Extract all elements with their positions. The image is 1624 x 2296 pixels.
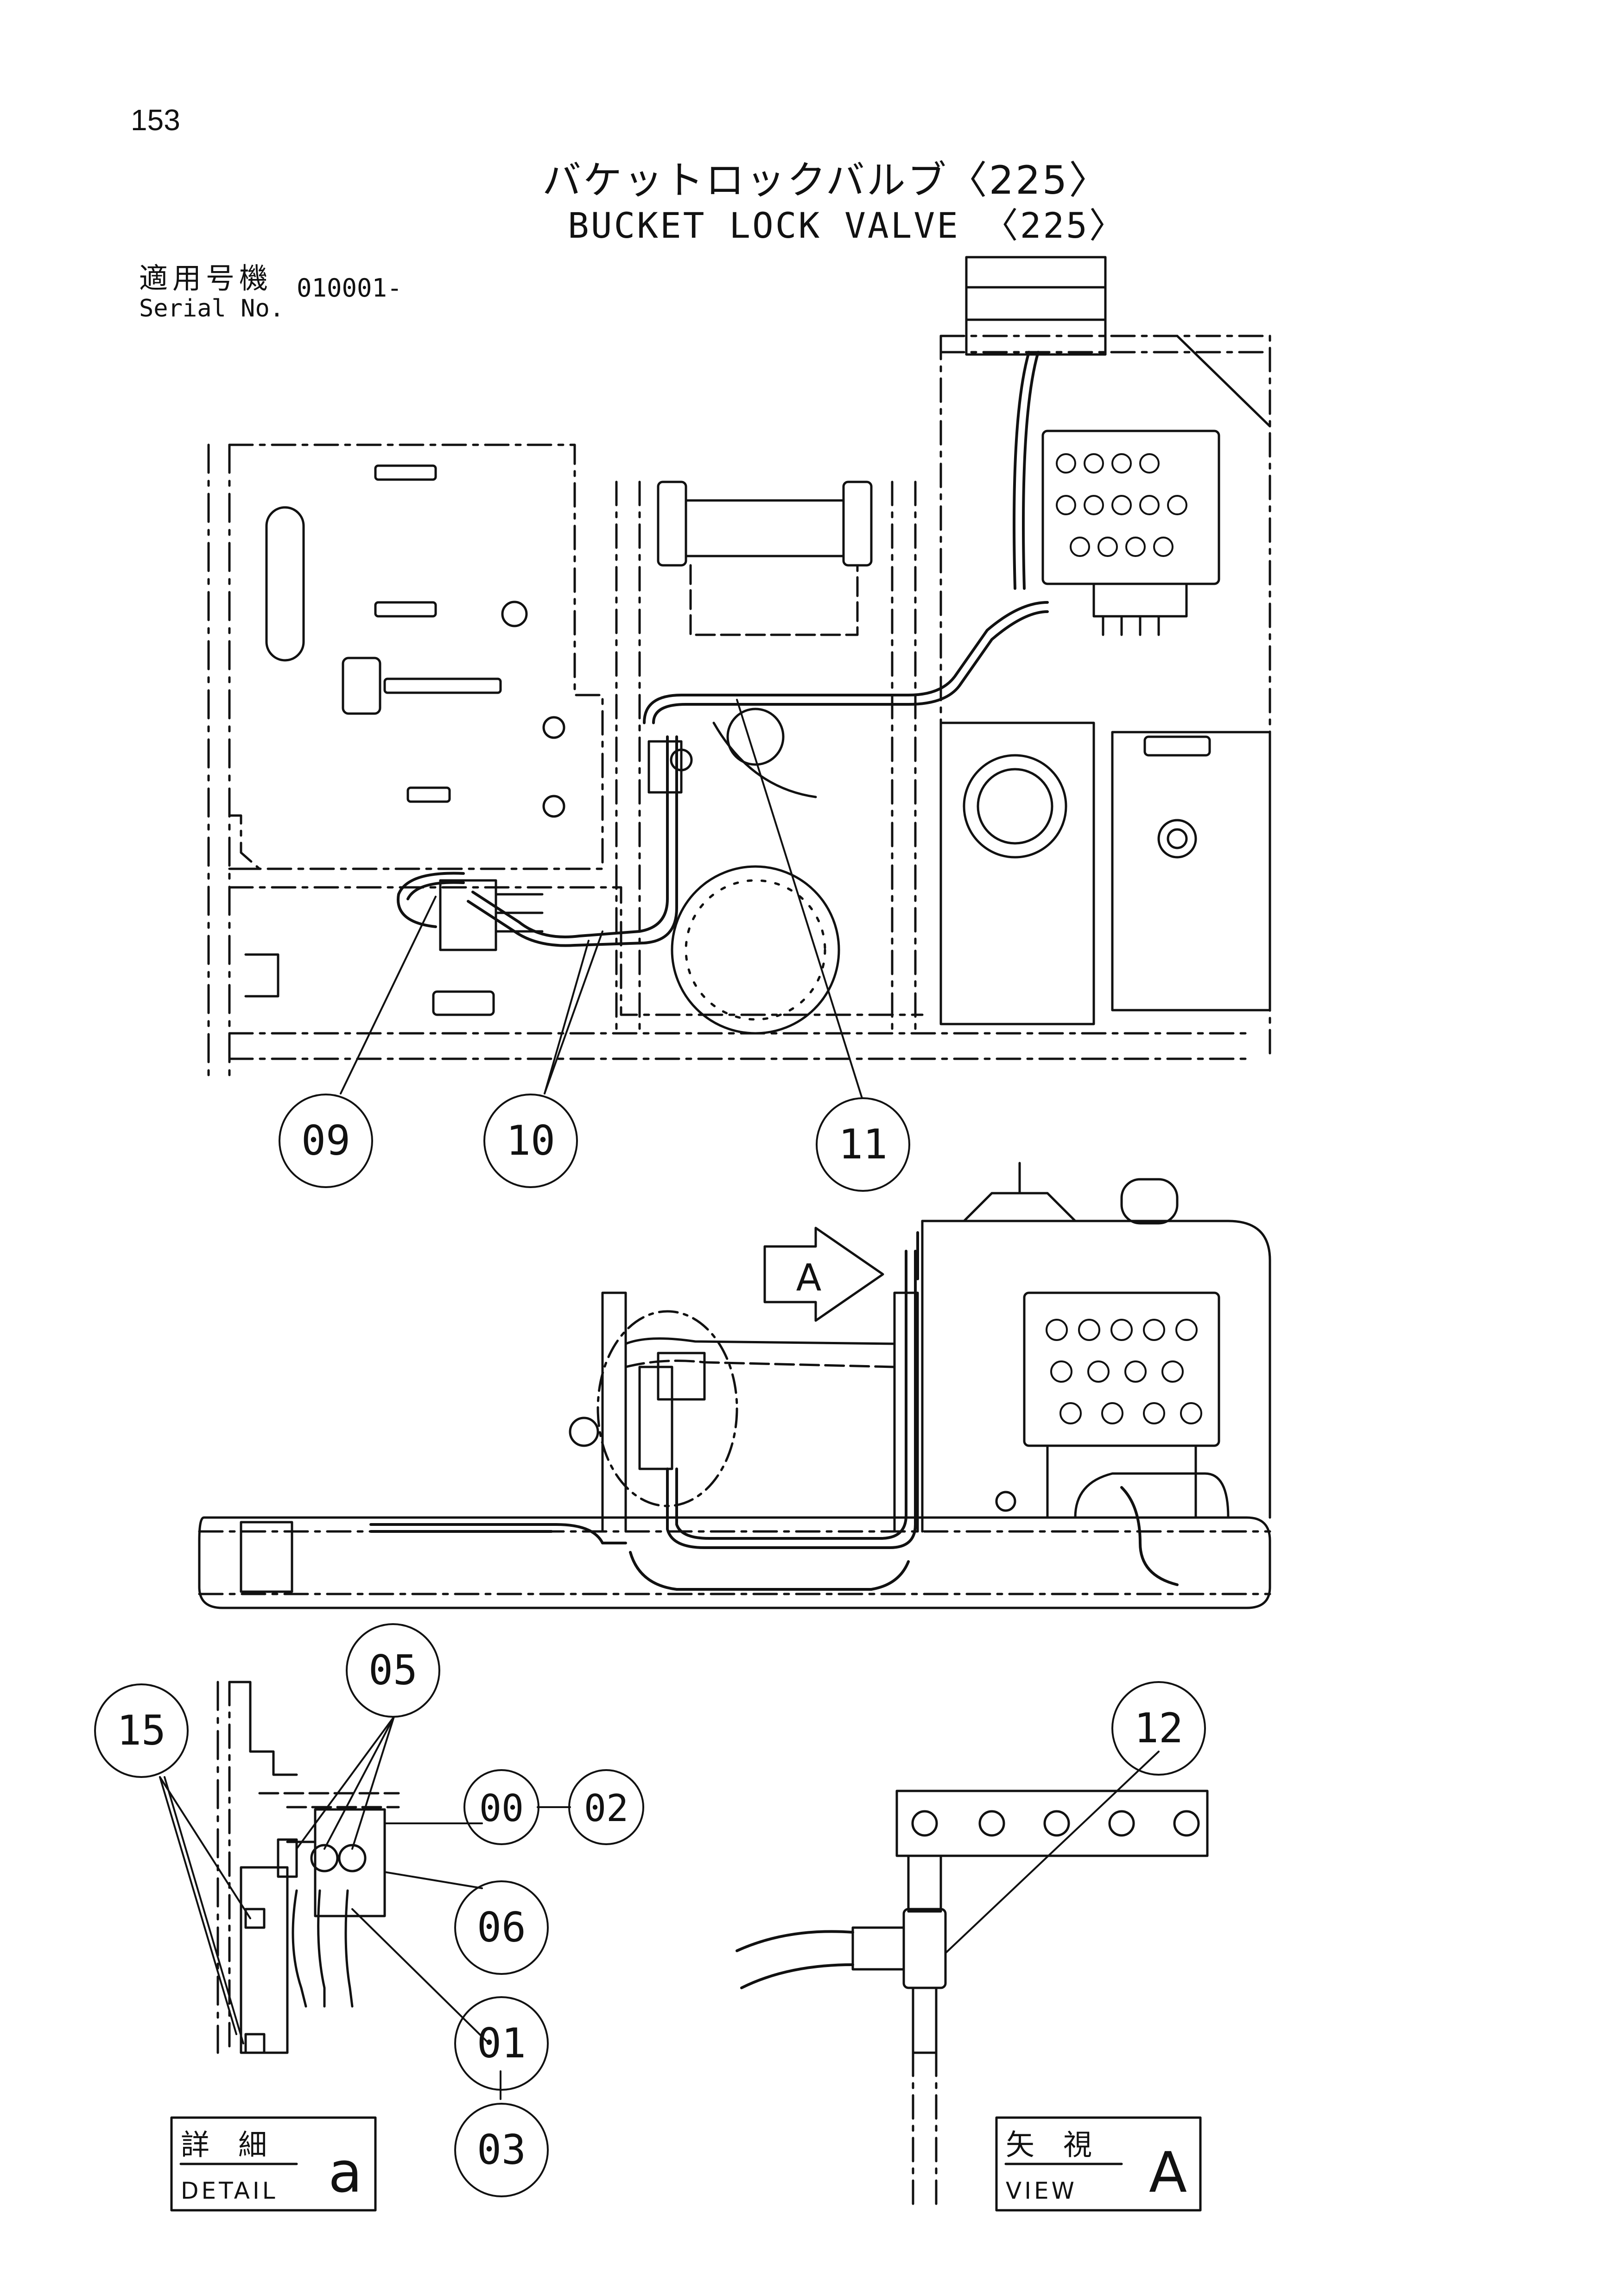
- callout-circles: [94, 1094, 1206, 2197]
- callout-01: 01: [477, 2019, 526, 2067]
- page-title-japanese: バケットロックバルブ〈225〉: [542, 158, 1110, 203]
- page-number: 153: [131, 103, 180, 137]
- detail-box-label-en: DETAIL: [181, 2177, 278, 2204]
- serial-number-value: 010001-: [297, 273, 402, 303]
- top-leaders: [340, 699, 863, 1099]
- callout-15: 15: [117, 1707, 166, 1754]
- detail-box-label-ja: 詳 細: [181, 2128, 267, 2162]
- view-box-letter: A: [1149, 2141, 1187, 2205]
- serial-label-english: Serial No.: [139, 295, 285, 323]
- view-a: [736, 1751, 1209, 2212]
- callout-05: 05: [368, 1646, 418, 1694]
- callout-02: 02: [584, 1787, 628, 1830]
- detail-a: [159, 1681, 571, 2100]
- detail-box-letter: a: [328, 2141, 362, 2205]
- serial-label-japanese: 適用号機: [139, 261, 273, 295]
- callout-09: 09: [301, 1117, 350, 1164]
- side-view-hoses: [369, 1231, 1179, 1591]
- page-title-english: BUCKET LOCK VALVE 〈225〉: [568, 205, 1126, 246]
- side-view: [198, 1162, 1271, 1609]
- top-view-hoses: [397, 351, 1049, 947]
- view-box-label-ja: 矢 視: [1006, 2128, 1092, 2162]
- callout-10: 10: [506, 1117, 555, 1164]
- label-boxes: [170, 2116, 1202, 2212]
- callout-06: 06: [477, 1904, 526, 1951]
- callout-12: 12: [1134, 1704, 1183, 1752]
- callout-03: 03: [477, 2126, 526, 2174]
- view-arrow-label: A: [796, 1256, 822, 1299]
- callout-11: 11: [838, 1120, 888, 1168]
- view-box-label-en: VIEW: [1006, 2177, 1077, 2204]
- callout-00: 00: [479, 1787, 524, 1830]
- top-view-lock-valve: [439, 740, 693, 951]
- top-view-frame: [207, 256, 1271, 1081]
